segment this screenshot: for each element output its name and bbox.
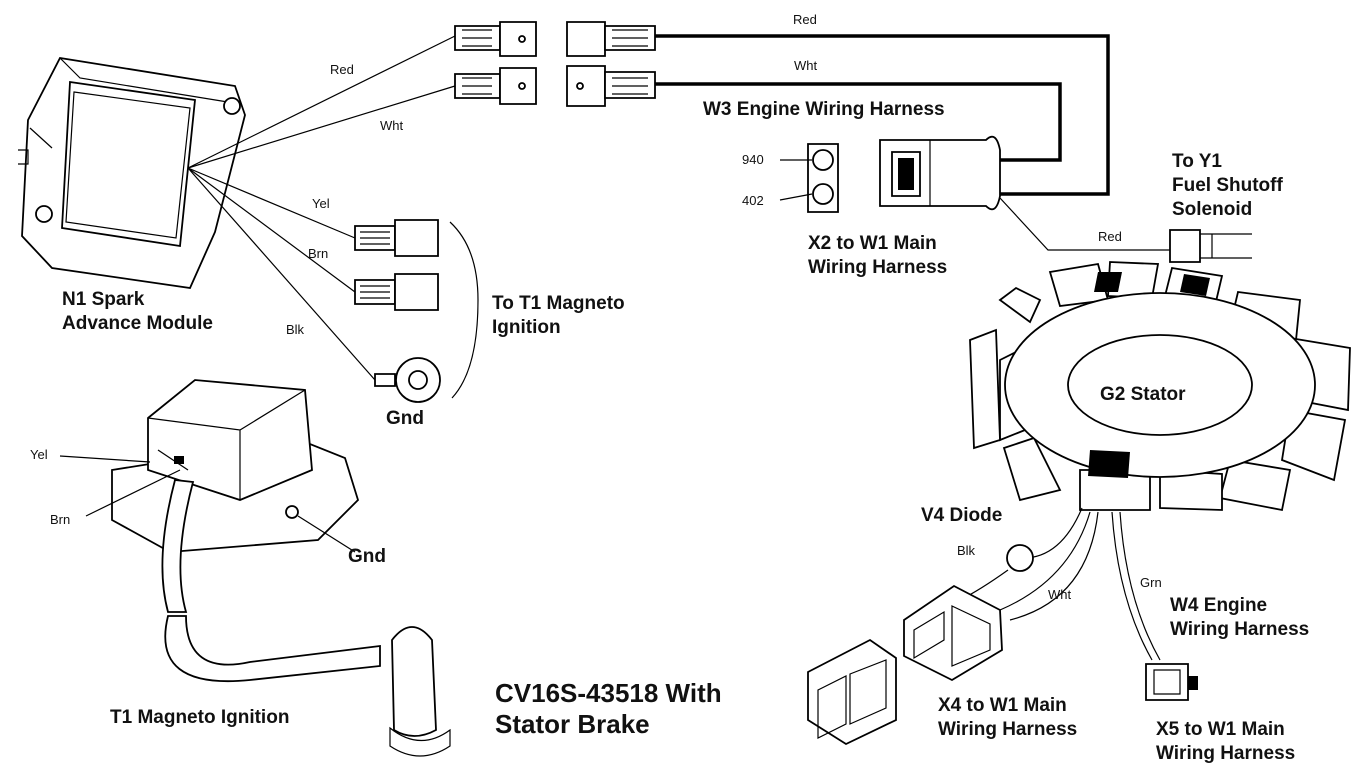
wire-label-coil-brn: Brn <box>50 512 71 527</box>
t1-bracket <box>449 221 479 399</box>
w3-harness-wires <box>655 34 1170 251</box>
wire-label-top-red: Red <box>793 12 817 27</box>
gnd-ring-terminal <box>374 357 441 403</box>
gnd-top-label: Gnd <box>386 408 424 429</box>
x2-connector <box>879 135 1001 211</box>
wire-label-module-brn: Brn <box>308 246 329 261</box>
terminal-number-402: 402 <box>742 193 764 208</box>
harness-wht-connector <box>566 65 656 107</box>
w4-label: W4 Engine Wiring Harness <box>1170 595 1310 640</box>
wire-label-module-blk: Blk <box>286 322 305 337</box>
x2-label: X2 to W1 Main Wiring Harness <box>808 233 948 278</box>
y1-connector <box>1169 229 1252 263</box>
t1-label: T1 Magneto Ignition <box>110 707 290 728</box>
terminal-number-940: 940 <box>742 152 764 167</box>
wire-label-coil-yel: Yel <box>30 447 48 462</box>
v4-label: V4 Diode <box>921 505 1003 526</box>
wire-label-module-wht: Wht <box>380 118 404 133</box>
x4-label: X4 to W1 Main Wiring Harness <box>938 695 1078 740</box>
wire-label-diode-blk: Blk <box>957 543 976 558</box>
spark-advance-module <box>18 57 246 289</box>
x4-connector <box>903 584 1003 682</box>
g2-label: G2 Stator <box>1100 384 1186 405</box>
wire-label-module-yel: Yel <box>312 196 330 211</box>
terminal-block <box>779 143 839 213</box>
y1-label: To Y1 Fuel Shutoff Solenoid <box>1172 151 1283 220</box>
v4-diode <box>959 544 1034 601</box>
n1-label: N1 Spark Advance Module <box>62 289 213 334</box>
wire-label-solenoid-red: Red <box>1098 229 1122 244</box>
magneto-ignition <box>59 379 451 757</box>
wire-label-top-wht: Wht <box>794 58 818 73</box>
diagram-title: CV16S-43518 With Stator Brake <box>495 678 722 739</box>
wire-label-stator-wht: Wht <box>1048 587 1072 602</box>
w3-label: W3 Engine Wiring Harness <box>703 99 945 120</box>
x5-connector <box>1145 663 1198 701</box>
x4-mating-connector <box>807 638 897 746</box>
stator-leads <box>999 507 1161 661</box>
gnd-coil-label: Gnd <box>348 546 386 567</box>
stator <box>969 261 1351 512</box>
t1-brn-yel-terminals <box>354 219 439 311</box>
module-wht-connector <box>454 67 537 105</box>
wire-label-module-red: Red <box>330 62 354 77</box>
to-t1-label: To T1 Magneto Ignition <box>492 293 625 338</box>
module-wires <box>187 35 456 381</box>
harness-red-connector <box>566 21 656 57</box>
module-red-connector <box>454 21 537 57</box>
x5-label: X5 to W1 Main Wiring Harness <box>1156 719 1296 764</box>
wire-label-stator-grn: Grn <box>1140 575 1162 590</box>
